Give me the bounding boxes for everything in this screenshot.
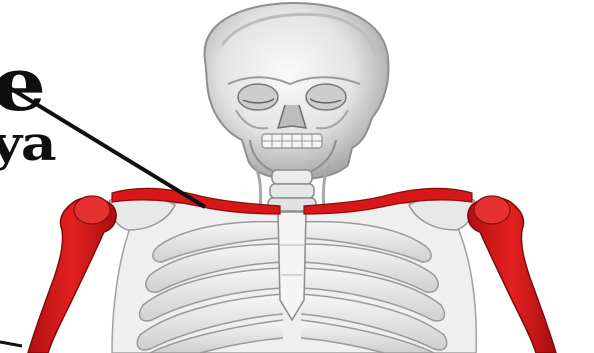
skull (205, 3, 389, 180)
ribcage (112, 203, 476, 353)
leader-line-bottom (0, 342, 22, 346)
label-fragment-top: e (0, 48, 45, 122)
label-fragment-bottom: ya (0, 120, 56, 168)
